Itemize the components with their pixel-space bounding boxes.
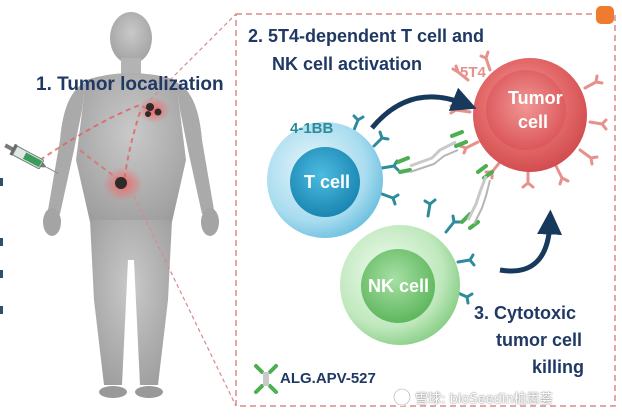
human-body-silhouette <box>43 12 219 398</box>
tumor-cell <box>449 50 608 189</box>
drug-name-label: ALG.APV-527 <box>280 370 376 387</box>
step3-label-line3: killing <box>532 357 585 377</box>
step3-label-line1: 3. Cytotoxic <box>474 303 577 323</box>
tumor-site-chest <box>138 97 170 123</box>
step2-label-line1: 2. 5T4-dependent T cell and <box>248 26 485 46</box>
cropped-edge-mark <box>0 306 3 314</box>
xueqiu-logo-icon <box>393 388 411 406</box>
antibody-legend-icon <box>254 364 278 394</box>
step2-label-line2: NK cell activation <box>272 54 423 74</box>
cropped-edge-mark <box>0 238 3 246</box>
zoom-connector-lines <box>133 13 237 407</box>
nk-cell <box>340 198 476 345</box>
antibody-bridge-nk-tumor <box>460 164 494 230</box>
step1-label: 1. Tumor localization <box>36 74 224 95</box>
4-1bb-label: 4-1BB <box>290 120 334 137</box>
app-logo-icon <box>596 6 614 24</box>
activation-arrow <box>370 87 477 130</box>
killing-arrow <box>499 209 563 274</box>
step3-label-line2: tumor cell <box>496 330 583 350</box>
syringe-icon <box>4 143 59 174</box>
antibody-bridge-t-tumor <box>396 130 468 174</box>
tumor-cell-label-line1: Tumor <box>508 88 563 108</box>
zoom-frame <box>235 13 616 407</box>
watermark-text: 雪球: bioSeedin柏思荟 <box>415 392 553 407</box>
4-1bb-receptors <box>352 114 400 206</box>
t-cell-label: T cell <box>304 172 351 192</box>
5t4-label: 5T4 <box>460 64 486 81</box>
tumor-site-abdomen <box>103 167 143 201</box>
t-cell <box>267 114 400 238</box>
cropped-edge-mark <box>0 178 3 186</box>
nk-cell-label: NK cell <box>368 276 430 296</box>
cropped-edge-mark <box>0 270 3 278</box>
tumor-cell-label-line2: cell <box>518 112 549 132</box>
